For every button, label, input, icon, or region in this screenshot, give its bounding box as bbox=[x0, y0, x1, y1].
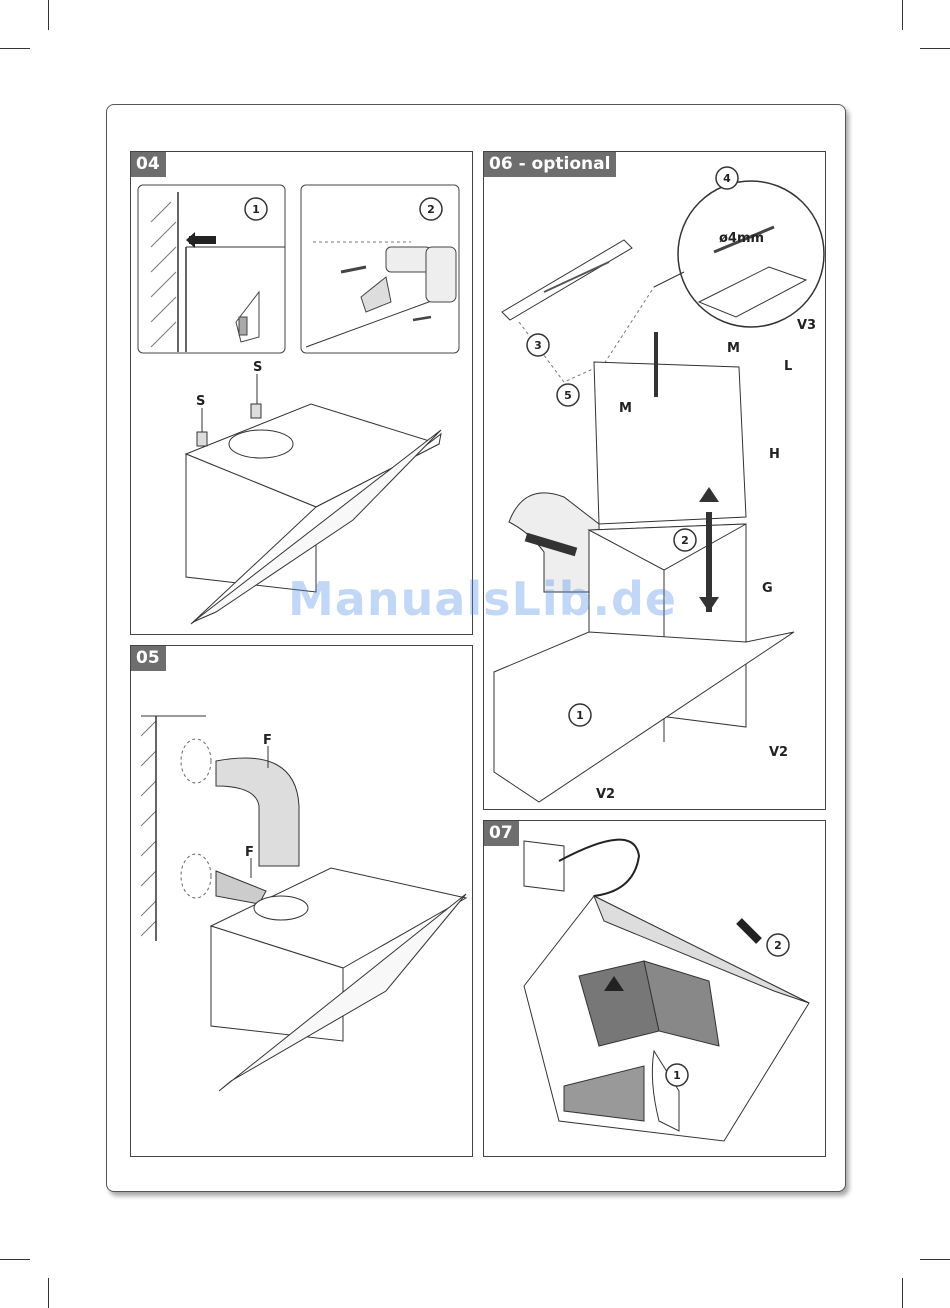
crop-mark bbox=[902, 0, 903, 30]
label-diameter: ø4mm bbox=[719, 231, 764, 246]
step-number: 2 bbox=[774, 939, 782, 952]
step-tag: 04 bbox=[131, 152, 166, 177]
step-number: 1 bbox=[252, 203, 260, 216]
duct-connection-illustration: F F bbox=[131, 646, 472, 1156]
step-number: 1 bbox=[673, 1069, 681, 1082]
hood-mount-illustration: 1 2 S S bbox=[131, 152, 472, 634]
step-tag: 06 - optional bbox=[484, 152, 616, 177]
chimney-install-illustration: ø4mm V3 M M L H G V2 V2 1 2 3 4 5 bbox=[484, 152, 825, 809]
crop-mark bbox=[0, 48, 30, 49]
label-h: H bbox=[769, 447, 780, 462]
crop-mark bbox=[920, 1259, 950, 1260]
panel-05: F F 05 bbox=[130, 645, 473, 1157]
step-number: 2 bbox=[427, 203, 435, 216]
watermark: ManualsLib.de bbox=[288, 572, 677, 626]
chimney-upper-h bbox=[594, 362, 746, 524]
crop-mark bbox=[920, 48, 950, 49]
step-number: 2 bbox=[681, 534, 689, 547]
filter-fitting-illustration: 1 2 bbox=[484, 821, 825, 1156]
bracket-s-left bbox=[197, 432, 207, 446]
hood-base bbox=[494, 632, 794, 802]
label-s: S bbox=[253, 360, 262, 375]
crop-mark bbox=[48, 1278, 49, 1308]
bracket-s-right bbox=[251, 404, 261, 418]
step-tag: 07 bbox=[484, 821, 519, 846]
step-number: 1 bbox=[576, 709, 584, 722]
label-s: S bbox=[196, 394, 205, 409]
crop-mark bbox=[0, 1259, 30, 1260]
flexible-duct bbox=[216, 758, 299, 866]
label-g: G bbox=[762, 581, 773, 596]
panel-07: 1 2 07 bbox=[483, 820, 826, 1157]
label-m: M bbox=[727, 341, 740, 356]
step-number: 4 bbox=[723, 172, 731, 185]
step-tag: 05 bbox=[131, 646, 166, 671]
label-m: M bbox=[619, 401, 632, 416]
panel-06: ø4mm V3 M M L H G V2 V2 1 2 3 4 5 06 - o… bbox=[483, 151, 826, 810]
label-v2: V2 bbox=[596, 787, 615, 802]
spirit-level bbox=[502, 240, 632, 320]
label-f: F bbox=[245, 845, 254, 860]
crop-mark bbox=[48, 0, 49, 30]
step-number: 3 bbox=[534, 339, 542, 352]
crop-mark bbox=[902, 1278, 903, 1308]
panel-04: 1 2 S S 04 bbox=[130, 151, 473, 635]
wall-socket bbox=[524, 841, 564, 891]
label-f: F bbox=[263, 733, 272, 748]
label-v2: V2 bbox=[769, 745, 788, 760]
label-l: L bbox=[784, 359, 792, 374]
step-number: 5 bbox=[564, 389, 572, 402]
power-cable bbox=[559, 840, 639, 896]
label-v3: V3 bbox=[797, 318, 816, 333]
